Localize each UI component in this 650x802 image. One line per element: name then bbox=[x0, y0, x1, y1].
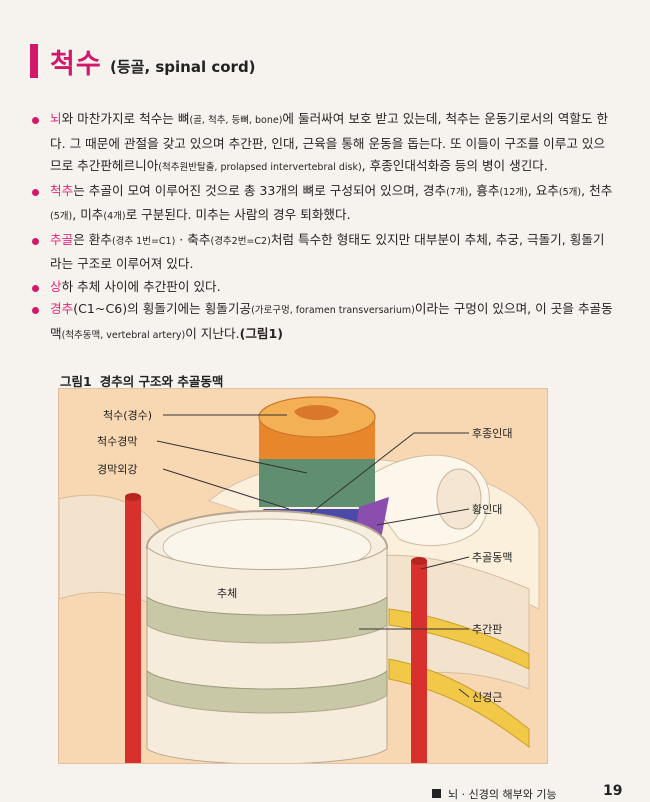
title-accent-bar bbox=[30, 44, 38, 78]
vertebral-artery-right-end bbox=[411, 557, 427, 565]
cervical-spine-illustration bbox=[59, 396, 540, 763]
bullet-dot-icon bbox=[32, 237, 39, 245]
bullet-dot-icon bbox=[32, 188, 39, 196]
leader-line bbox=[162, 468, 290, 510]
footer-section-title: 뇌 · 신경의 해부와 기능 bbox=[448, 788, 557, 801]
figure-caption: 그림1 경추의 구조와 추골동맥 bbox=[60, 371, 223, 390]
label-spinal-cord: 척수(경수) bbox=[103, 409, 153, 422]
bullet-paragraph: 경추(C1~C6)의 횡돌기에는 횡돌기공(가로구멍, foramen tran… bbox=[30, 298, 615, 347]
foramen-transversarium bbox=[436, 468, 482, 530]
bullet-text: 상하 추체 사이에 추간판이 있다. bbox=[50, 278, 221, 294]
figure-number: 그림1 bbox=[60, 374, 92, 389]
bullet-dot-icon bbox=[32, 284, 39, 292]
vertebral-artery-right bbox=[411, 561, 427, 763]
bullet-dot-icon bbox=[32, 117, 39, 124]
label-epidural: 경막외강 bbox=[97, 463, 138, 476]
label-vertebral-body: 추체 bbox=[217, 587, 238, 600]
leader-line bbox=[156, 440, 308, 474]
bullet-text: 척추는 추골이 모여 이루어진 것으로 총 33개의 뼈로 구성되어 있으며, … bbox=[50, 182, 613, 223]
bullet-paragraph: 뇌와 마찬가지로 척수는 뼈(골, 척추, 등뼈, bone)에 둘러싸여 보호… bbox=[30, 108, 615, 180]
leader-line bbox=[310, 432, 469, 514]
cervical-spine-figure: 척수(경수) 척수경막 경막외강 추체 후종인대 황인대 추골동맥 추간판 신경… bbox=[58, 388, 548, 764]
bullet-paragraph: 상하 추체 사이에 추간판이 있다. bbox=[30, 276, 615, 299]
vertebral-body bbox=[146, 693, 388, 763]
label-dura: 척수경막 bbox=[97, 435, 138, 448]
bullet-text: 추골은 환추(경추 1번=C1) · 축추(경추2번=C2)처럼 특수한 형태도… bbox=[50, 231, 605, 272]
bullet-dot-icon bbox=[32, 307, 39, 314]
page-title: 척수 bbox=[50, 49, 102, 80]
label-yellow-ligament: 황인대 bbox=[472, 503, 503, 516]
figure-caption-text: 경추의 구조와 추골동맥 bbox=[99, 374, 224, 389]
vertebral-artery-left-end bbox=[125, 493, 141, 501]
leader-lines bbox=[156, 414, 470, 698]
leader-line bbox=[420, 556, 470, 570]
page-subtitle: (등골, spinal cord) bbox=[110, 58, 256, 76]
label-nerve-root: 신경근 bbox=[472, 691, 503, 704]
label-disc: 추간판 bbox=[472, 623, 503, 636]
bullet-text: 경추(C1~C6)의 횡돌기에는 횡돌기공(가로구멍, foramen tran… bbox=[50, 301, 613, 341]
left-process bbox=[59, 494, 160, 610]
leader-line bbox=[458, 688, 470, 698]
bullet-text: 뇌와 마찬가지로 척수는 뼈(골, 척추, 등뼈, bone)에 둘러싸여 보호… bbox=[50, 111, 609, 173]
label-vertebral-artery: 추골동맥 bbox=[472, 551, 513, 564]
footer-marker-icon bbox=[432, 789, 441, 798]
leader-line bbox=[376, 508, 470, 526]
vertebral-artery-left bbox=[125, 497, 141, 763]
bullet-paragraph: 척추는 추골이 모여 이루어진 것으로 총 33개의 뼈로 구성되어 있으며, … bbox=[30, 180, 615, 229]
gray-matter bbox=[294, 405, 339, 420]
label-posterior-ligament: 후종인대 bbox=[472, 427, 513, 440]
bullet-paragraph: 추골은 환추(경추 1번=C1) · 축추(경추2번=C2)처럼 특수한 형태도… bbox=[30, 229, 615, 276]
page-number: 19 bbox=[603, 783, 623, 799]
body-text: 뇌와 마찬가지로 척수는 뼈(골, 척추, 등뼈, bone)에 둘러싸여 보호… bbox=[30, 108, 615, 347]
